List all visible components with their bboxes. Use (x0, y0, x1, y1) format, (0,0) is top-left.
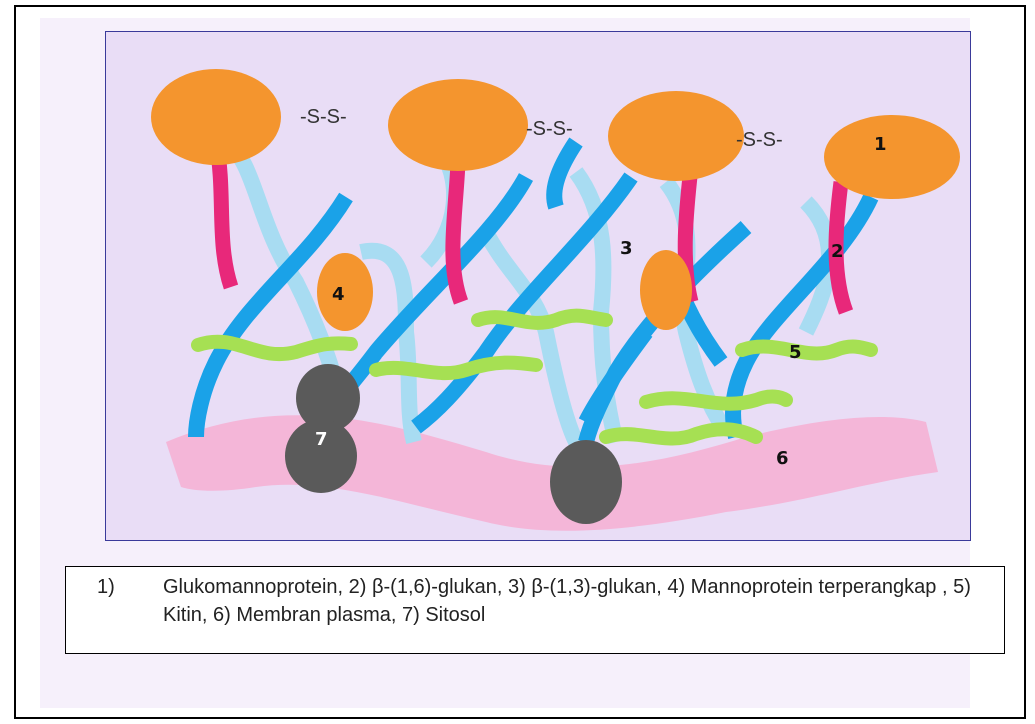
label-3: 3 (620, 238, 633, 259)
label-6: 6 (776, 448, 789, 469)
label-4: 4 (332, 284, 345, 305)
chitin-strand (742, 347, 871, 354)
glucomannoprotein (388, 79, 528, 171)
disulfide-bond-label: -S-S- (526, 118, 573, 140)
disulfide-bond-label: -S-S- (736, 129, 783, 151)
glucomannoprotein (151, 69, 281, 165)
cell-wall-diagram: -S-S- -S-S- -S-S- 1 2 3 4 5 6 7 (105, 31, 971, 541)
cell-wall-svg: -S-S- -S-S- -S-S- 1 2 3 4 5 6 7 (106, 32, 971, 541)
trapped-mannoprotein (317, 253, 373, 331)
disulfide-bond-label: -S-S- (300, 106, 347, 128)
legend-number: 1) (97, 573, 115, 601)
label-2: 2 (831, 241, 844, 262)
label-5: 5 (789, 342, 802, 363)
legend-text: Glukomannoprotein, 2) β-(1,6)-glukan, 3)… (163, 573, 993, 629)
label-1: 1 (874, 134, 887, 155)
glucomannoprotein (824, 115, 960, 199)
glucomannoprotein (608, 91, 744, 181)
label-7: 7 (315, 429, 328, 450)
chitin-strand (478, 316, 606, 323)
glucan-16-strand (453, 162, 461, 302)
cytosol-blob (550, 440, 622, 524)
trapped-mannoprotein (640, 250, 692, 330)
chitin-strand (646, 397, 786, 404)
chitin-strand (376, 363, 536, 374)
